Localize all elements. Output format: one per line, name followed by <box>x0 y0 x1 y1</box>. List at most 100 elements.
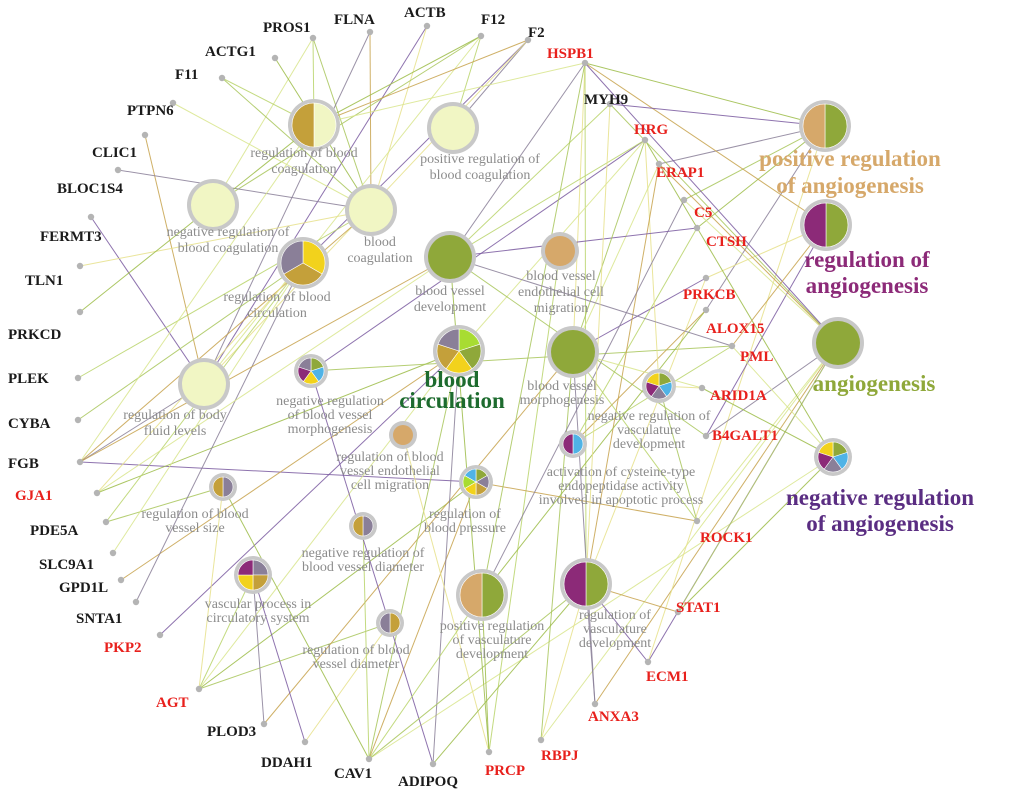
gene-node-fermt3[interactable] <box>87 213 95 221</box>
edge-actb-reg-body-fluid <box>203 25 428 385</box>
gene-node-pros1[interactable] <box>309 34 317 42</box>
gene-node-anxa3[interactable] <box>591 700 599 708</box>
term-node-vascular-process[interactable] <box>234 556 272 594</box>
term-node-blood-vessel-dev[interactable] <box>424 231 476 283</box>
gene-node-b4galt1[interactable] <box>702 432 710 440</box>
gene-node-myh9[interactable] <box>606 100 614 108</box>
term-node-pos-reg-angio-slice <box>802 103 826 149</box>
gene-node-plod3[interactable] <box>260 720 268 728</box>
gene-node-rbpj[interactable] <box>537 736 545 744</box>
gene-node-pml[interactable] <box>728 342 736 350</box>
term-node-neg-reg-bv-diameter[interactable] <box>349 512 377 540</box>
edge-pros1-neg-reg-blood-coag <box>212 37 314 206</box>
gene-node-adipoq[interactable] <box>429 760 437 768</box>
term-node-pos-reg-vasc-dev[interactable] <box>456 569 508 621</box>
edge-ddah1-reg-bv-diameter <box>304 622 391 743</box>
gene-node-hrg[interactable] <box>641 136 649 144</box>
term-node-reg-bv-diameter-slice <box>389 612 401 634</box>
edge-hspb1-pos-reg-angio <box>584 62 826 127</box>
edge-plod3-vascular-process <box>252 574 265 725</box>
term-node-neg-reg-blood-coag[interactable] <box>187 179 239 231</box>
gene-node-f12[interactable] <box>477 32 485 40</box>
term-node-reg-body-fluid[interactable] <box>178 358 230 410</box>
gene-node-pkp2[interactable] <box>156 631 164 639</box>
term-node-reg-angio-slice <box>825 202 849 248</box>
gene-node-tln1[interactable] <box>76 262 84 270</box>
gene-node-ecm1[interactable] <box>644 658 652 666</box>
gene-node-gja1[interactable] <box>93 489 101 497</box>
edge-ecm1-pos-reg-angio <box>647 125 826 663</box>
gene-label-ptpn6: PTPN6 <box>127 103 174 119</box>
edge-cav1-neg-reg-angio <box>368 456 834 760</box>
term-node-reg-blood-circ[interactable] <box>277 237 329 289</box>
term-node-reg-bv-endo-migration[interactable] <box>389 421 417 449</box>
edge-cyba-reg-blood-circ <box>77 262 304 421</box>
edge-rock1-reg-blood-pressure <box>475 481 698 522</box>
term-node-reg-angio[interactable] <box>800 199 852 251</box>
term-node-reg-bv-diameter[interactable] <box>376 609 404 637</box>
term-label-line: positive regulation of <box>420 152 540 167</box>
gene-node-erap1[interactable] <box>655 160 663 168</box>
gene-node-pde5a[interactable] <box>102 518 110 526</box>
gene-node-cyba[interactable] <box>74 416 82 424</box>
gene-node-f11[interactable] <box>218 74 226 82</box>
gene-node-actg1[interactable] <box>271 54 279 62</box>
term-node-act-cysteine[interactable] <box>559 430 587 458</box>
gene-node-agt[interactable] <box>195 685 203 693</box>
gene-node-ctsh[interactable] <box>693 224 701 232</box>
gene-node-ddah1[interactable] <box>301 738 309 746</box>
gene-node-actb[interactable] <box>423 22 431 30</box>
gene-label-slc9a1: SLC9A1 <box>39 557 94 573</box>
gene-node-bloc1s4[interactable] <box>114 166 122 174</box>
gene-node-gpd1l[interactable] <box>117 576 125 584</box>
term-label-line: vasculature <box>583 622 647 637</box>
term-node-bv-endo-migration[interactable] <box>541 232 579 270</box>
gene-node-arid1a[interactable] <box>698 384 706 392</box>
term-node-reg-bv-size[interactable] <box>209 473 237 501</box>
gene-node-alox15[interactable] <box>702 306 710 314</box>
term-label-line: regulation of <box>579 608 651 623</box>
edge-adipoq-reg-vasc-dev <box>432 583 587 765</box>
term-node-reg-vasc-dev[interactable] <box>560 558 612 610</box>
term-node-angiogenesis[interactable] <box>812 317 864 369</box>
gene-node-prkcb[interactable] <box>702 274 710 282</box>
term-node-neg-reg-vasc-dev[interactable] <box>642 369 676 403</box>
gene-node-clic1[interactable] <box>141 131 149 139</box>
term-node-blood-circulation[interactable] <box>433 325 485 377</box>
gene-node-cav1[interactable] <box>365 755 373 763</box>
gene-node-rock1[interactable] <box>693 517 701 525</box>
gene-node-plek[interactable] <box>74 374 82 382</box>
term-node-bv-morphogenesis[interactable] <box>547 326 599 378</box>
gene-node-c5[interactable] <box>680 196 688 204</box>
term-node-pos-reg-angio[interactable] <box>799 100 851 152</box>
term-node-neg-reg-angio[interactable] <box>814 438 852 476</box>
term-node-pos-reg-blood-coag[interactable] <box>427 102 479 154</box>
gene-node-f2[interactable] <box>524 36 532 44</box>
term-node-blood-coag[interactable] <box>345 184 397 236</box>
edge-adipoq-neg-reg-bv-morph <box>310 370 434 765</box>
gene-node-slc9a1[interactable] <box>109 549 117 557</box>
edge-erap1-bv-morphogenesis <box>572 163 660 353</box>
edge-prcp-reg-bv-endo-migration <box>402 434 490 753</box>
gene-node-flna[interactable] <box>366 28 374 36</box>
gene-node-stat1[interactable] <box>674 608 682 616</box>
term-node-pos-reg-vasc-dev-slice <box>481 572 505 618</box>
term-node-reg-blood-coag[interactable] <box>288 99 340 151</box>
gene-node-prkcd[interactable] <box>76 308 84 316</box>
term-label-line: blood <box>364 235 396 250</box>
edge-c5-angiogenesis <box>683 199 839 344</box>
term-label-line: blood <box>425 367 480 392</box>
gene-node-snta1[interactable] <box>132 598 140 606</box>
term-node-neg-reg-bv-morph[interactable] <box>294 354 328 388</box>
gene-label-prkcb: PRKCB <box>683 287 736 303</box>
term-node-reg-bv-diameter-slice <box>379 612 391 634</box>
edge-c5-pos-reg-vasc-dev <box>481 199 685 596</box>
gene-node-hspb1[interactable] <box>581 59 589 67</box>
gene-node-prcp[interactable] <box>485 748 493 756</box>
term-label-line: coagulation <box>271 162 336 177</box>
term-node-reg-blood-pressure[interactable] <box>459 465 493 499</box>
gene-label-hspb1: HSPB1 <box>547 46 594 62</box>
gene-node-fgb[interactable] <box>76 458 84 466</box>
gene-node-ptpn6[interactable] <box>169 99 177 107</box>
